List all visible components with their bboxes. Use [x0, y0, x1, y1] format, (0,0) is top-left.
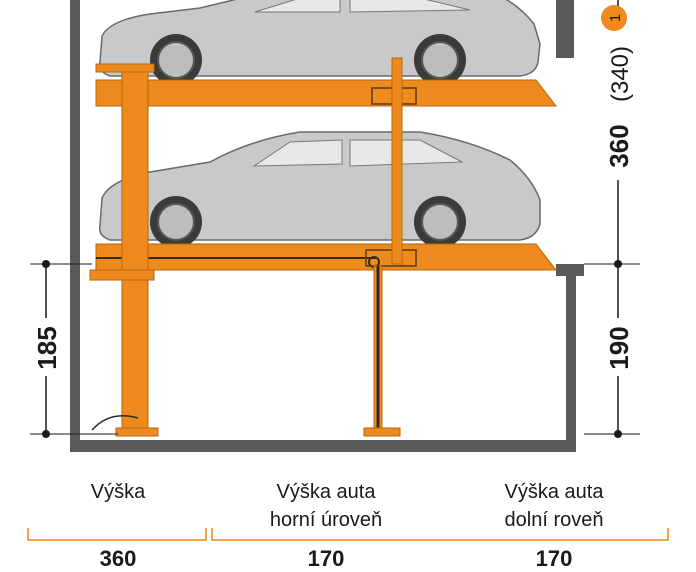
column-value-height: 360: [99, 546, 137, 571]
total-height-alt-label: (340): [607, 46, 634, 102]
dimension-left-185: 185: [30, 260, 118, 438]
right-wall-lower: [566, 264, 576, 452]
total-height-label: 360: [604, 124, 634, 167]
right-wall-upper: [556, 0, 574, 58]
ground-slab-right: [556, 264, 584, 276]
note-badge: [601, 5, 627, 31]
column-value-upper-car: 170: [307, 546, 345, 571]
pit-walls: [70, 0, 584, 452]
upper-platform: [95, 79, 558, 107]
note-badge-number: 1: [607, 14, 624, 22]
lift-columns: [89, 57, 403, 437]
front-base-plate: [115, 427, 159, 437]
column-value-lower-car: 170: [535, 546, 573, 571]
front-post: [121, 63, 149, 435]
column-header-height: Výška: [28, 478, 208, 506]
column-header-lower-car-line1: Výška auta: [504, 481, 604, 503]
pit-floor: [70, 440, 576, 452]
left-wall: [70, 0, 80, 452]
lower-ceiling-height-label: 185: [32, 326, 62, 369]
column-header-upper-car-line1: Výška auta: [276, 481, 376, 503]
column-header-height-line2: Výška: [90, 481, 146, 503]
column-header-lower-car: Výška auta dolní roveň: [440, 478, 668, 534]
rear-base-plate: [363, 427, 401, 437]
lower-floor-height-label: 190: [604, 326, 634, 369]
rear-post: [391, 57, 403, 265]
upper-car: [98, 0, 541, 86]
lower-car: [98, 131, 541, 248]
column-header-upper-car: Výška auta horní úroveň: [212, 478, 440, 534]
dimension-right-190: 190: [584, 260, 640, 438]
column-header-upper-car-line2: horní úroveň: [269, 509, 383, 531]
lower-platform: [95, 243, 558, 271]
dimension-right-360: 360 (340) 1: [601, 0, 636, 264]
column-header-lower-car-line2: dolní roveň: [504, 509, 604, 531]
table-brackets: [27, 528, 669, 541]
